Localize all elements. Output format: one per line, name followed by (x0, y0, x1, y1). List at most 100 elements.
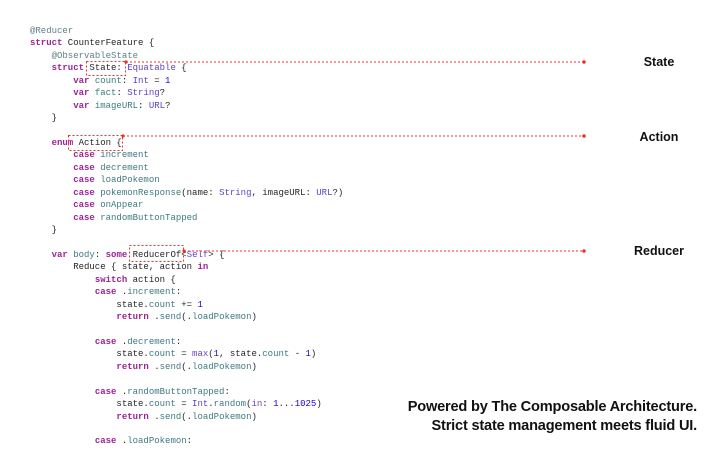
code-token: = (148, 75, 166, 86)
code-token: decrement (127, 336, 176, 347)
code-token: send (159, 411, 182, 422)
code-token: return (116, 411, 149, 422)
action-highlight-box (68, 135, 123, 151)
code-token: ReducerOf< (127, 249, 187, 260)
code-token: ? (165, 100, 171, 111)
code-token: Reduce { state, action (30, 262, 198, 273)
code-token: case (73, 200, 95, 211)
code-token: increment (94, 150, 149, 161)
code-token: = (175, 349, 193, 360)
code-token: 1 (305, 349, 311, 360)
code-token: . (208, 399, 214, 410)
code-token: : (175, 336, 182, 347)
code-token: var (51, 249, 68, 260)
code-token: . (148, 361, 160, 372)
state-connector-dot (124, 60, 128, 64)
code-line: enum Action { (30, 137, 343, 149)
action-arrow-dot (582, 134, 586, 138)
code-token: ( (246, 399, 252, 410)
code-token: , state. (219, 349, 263, 360)
code-token: send (159, 361, 182, 372)
code-token: randomButtonTapped (94, 212, 198, 223)
code-token: case (94, 436, 117, 447)
code-token: count (148, 299, 176, 310)
code-token: Action { (73, 137, 122, 148)
code-token: : (138, 100, 149, 111)
code-line: struct CounterFeature { (30, 37, 343, 49)
code-token: 1 (213, 349, 220, 360)
code-line: case pokemonResponse(name: String, image… (30, 187, 343, 199)
code-token: ( (208, 349, 214, 360)
code-token: struct (51, 63, 85, 74)
code-token: max (192, 349, 209, 360)
code-line: return .send(.loadPokemon) (30, 311, 343, 323)
code-line: } (30, 112, 343, 124)
code-token: . (116, 386, 128, 397)
code-token: . (116, 287, 128, 298)
code-token: Self (186, 249, 209, 260)
code-token: ) (251, 312, 257, 323)
code-token: CounterFeature { (62, 38, 155, 49)
code-line: var count: Int = 1 (30, 75, 343, 87)
code-token: - (289, 349, 306, 360)
code-token: var (73, 75, 90, 86)
code-token: ) (251, 361, 257, 372)
code-token: switch (94, 274, 128, 285)
code-token: : (262, 399, 274, 410)
code-token: URL (316, 187, 333, 198)
code-line: struct State: Equatable { (30, 62, 343, 74)
code-token: . (116, 336, 128, 347)
code-token: : (121, 75, 133, 86)
code-line: state.count = Int.random(in: 1...1025) (30, 398, 343, 410)
code-line: case .loadPokemon: (30, 435, 343, 447)
code-token: (name: (181, 187, 220, 198)
code-token: . (116, 436, 128, 447)
code-token: loadPokemon (192, 361, 252, 372)
code-line: return .send(.loadPokemon) (30, 361, 343, 373)
reducer-label: Reducer (633, 244, 685, 258)
code-token: var (73, 100, 90, 111)
state-label: State (643, 55, 675, 69)
code-token: 1025 (294, 399, 317, 410)
code-token: case (73, 212, 95, 223)
code-token: String (127, 88, 160, 99)
code-token: } (30, 225, 58, 235)
code-token: var (73, 88, 90, 99)
code-token: case (73, 162, 95, 173)
code-token: in (251, 399, 263, 410)
code-token: case (73, 150, 95, 161)
code-line: case onAppear (30, 199, 343, 211)
code-token: { (175, 63, 187, 74)
code-line: var fact: String? (30, 87, 343, 99)
code-token: fact (89, 88, 117, 99)
code-token: case (73, 175, 95, 186)
code-line: Reduce { state, action in (30, 261, 343, 273)
code-line: state.count += 1 (30, 299, 343, 311)
code-token: Equatable (127, 63, 176, 74)
code-token: State: (84, 63, 128, 74)
code-token: case (94, 336, 117, 347)
code-token: in (197, 262, 209, 273)
code-token: } (30, 113, 58, 124)
code-token: loadPokemon (192, 312, 252, 323)
code-token: : (175, 287, 182, 298)
code-line: case decrement (30, 162, 343, 174)
code-line: var imageURL: URL? (30, 100, 343, 112)
code-token: case (94, 287, 117, 298)
code-token: : (116, 88, 128, 99)
code-token: count (89, 75, 122, 86)
tagline-line-2: Strict state management meets fluid UI. (431, 418, 698, 434)
code-token: case (73, 187, 95, 198)
code-token: decrement (94, 162, 149, 173)
code-token: onAppear (94, 200, 144, 211)
code-token: count (148, 399, 176, 410)
code-token: Int (132, 75, 149, 86)
code-token: : (94, 249, 106, 260)
code-token: (. (181, 361, 193, 372)
code-token: = (175, 399, 193, 410)
code-token: String (219, 187, 252, 198)
code-token: randomButtonTapped (127, 386, 225, 397)
state-arrow-dot (582, 60, 586, 64)
code-token: URL (148, 100, 166, 111)
